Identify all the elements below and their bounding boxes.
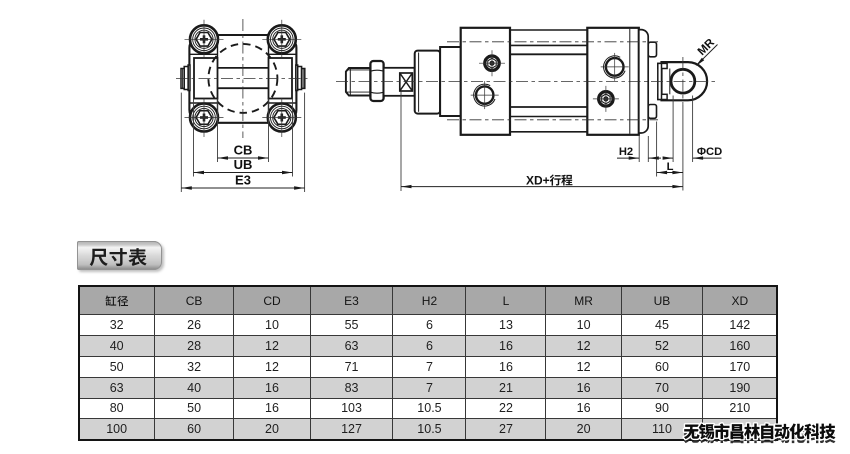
svg-text:MR: MR (696, 36, 718, 58)
svg-text:H2: H2 (619, 146, 633, 158)
svg-text:CB: CB (234, 143, 253, 158)
svg-text:UB: UB (234, 157, 253, 172)
svg-text:XD+: XD+ (526, 174, 550, 188)
svg-text:L: L (667, 161, 674, 173)
svg-text:E3: E3 (235, 173, 251, 188)
svg-text:ΦCD: ΦCD (697, 146, 722, 158)
